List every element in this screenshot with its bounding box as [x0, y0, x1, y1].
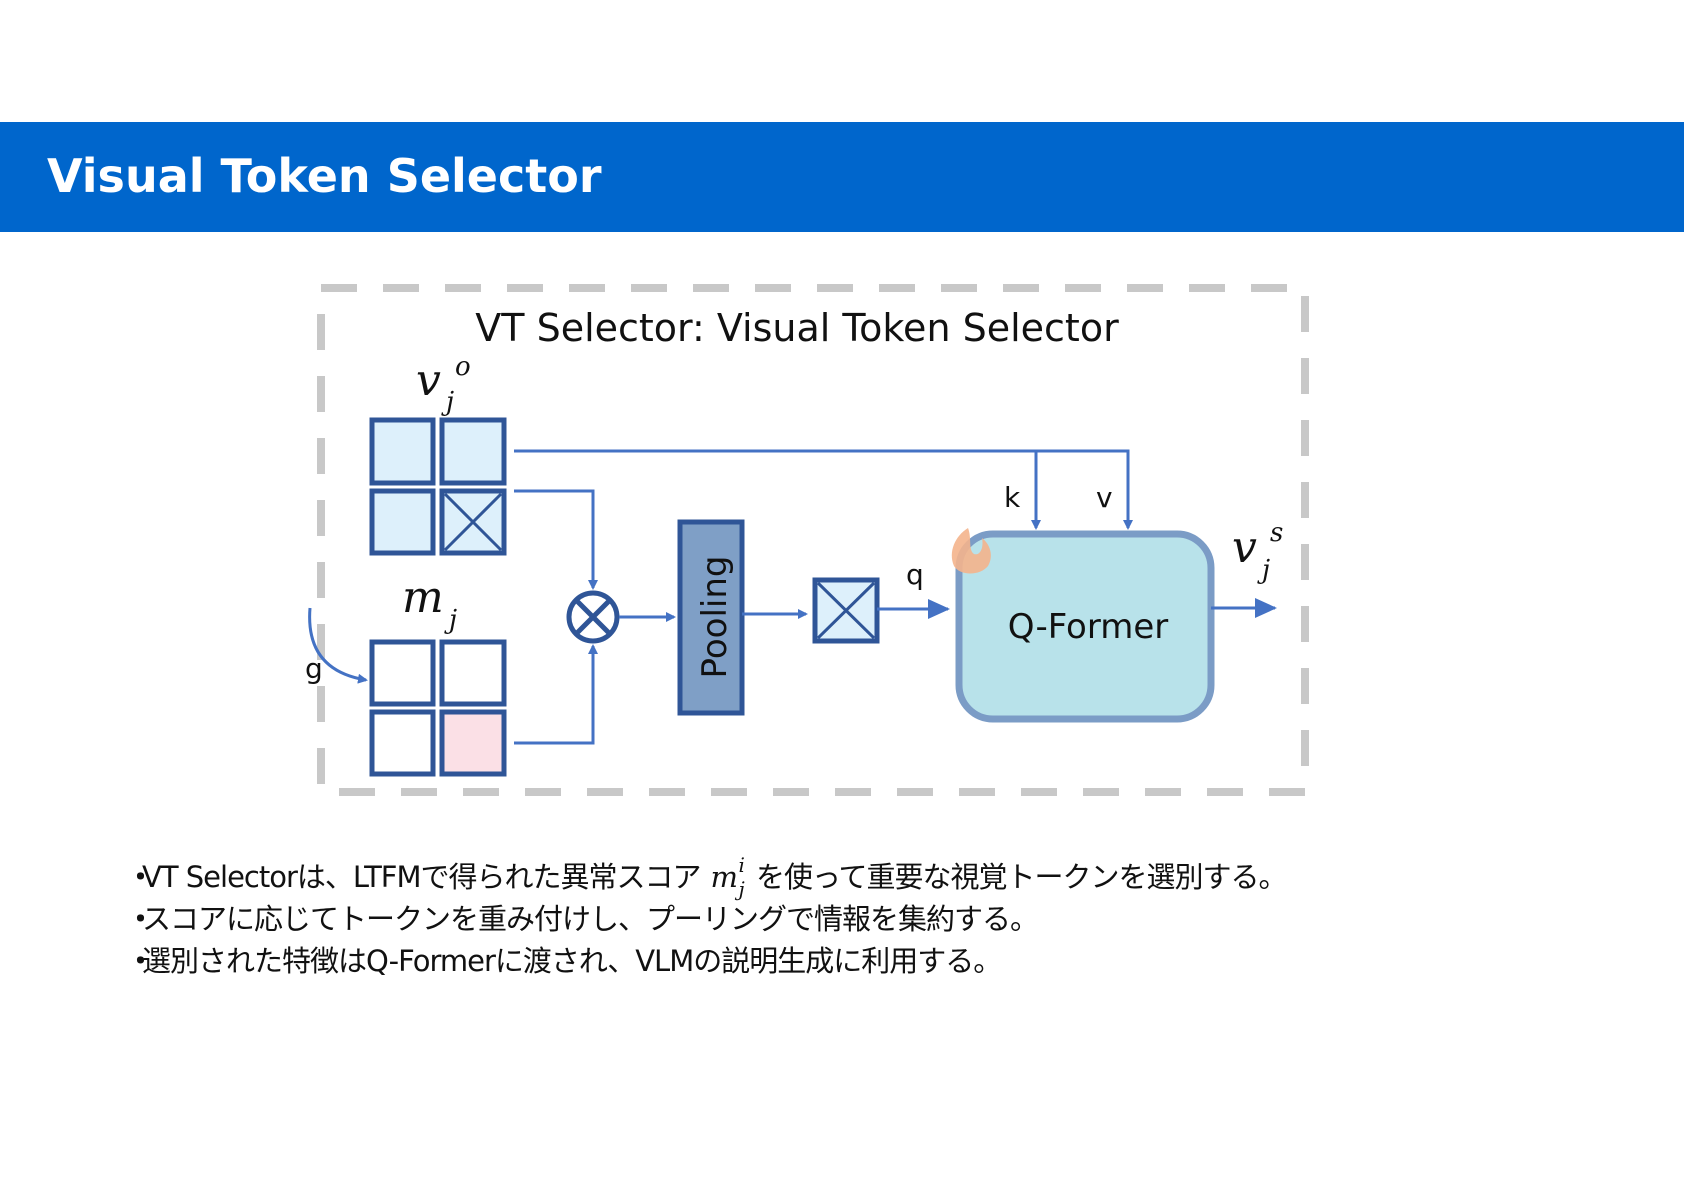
vo-label-sub: j — [441, 387, 454, 417]
bullet-text: VT Selectorは、LTFMで得られた異常スコア — [142, 860, 701, 894]
m-label: m j — [402, 572, 457, 635]
v-label: v — [1096, 481, 1113, 514]
g-label: g — [305, 652, 323, 685]
vo-label-base: v — [416, 355, 441, 406]
selected-token — [812, 577, 880, 644]
math-sub: j — [738, 877, 745, 901]
m-label-sub: j — [444, 605, 457, 635]
visual-token-grid — [369, 417, 507, 556]
vo-label-sup: o — [455, 352, 471, 382]
title-bar: Visual Token Selector — [0, 122, 1684, 232]
score-cell — [369, 709, 436, 777]
cross-mark — [443, 492, 503, 552]
visual-token-cell — [369, 488, 436, 556]
diagram-heading: VT Selector: Visual Token Selector — [475, 306, 1119, 350]
q-label: q — [906, 558, 924, 591]
arrow-vo-to-kv — [514, 449, 1133, 530]
math-base: m — [710, 860, 738, 894]
score-cell — [369, 639, 436, 707]
visual-token-cell — [369, 417, 436, 486]
arrow-m-to-multiply — [514, 644, 598, 745]
vs-label: v j s — [1232, 518, 1283, 585]
flame-icon — [951, 528, 991, 574]
bullet-dot: ・ — [126, 902, 155, 936]
slide-title: Visual Token Selector — [47, 149, 602, 203]
qformer-block — [955, 530, 1215, 723]
bullet-dot: ・ — [126, 944, 155, 978]
bullet-item: ・スコアに応じてトークンを重み付けし、プーリングで情報を集約する。 — [126, 898, 1576, 940]
bullet-text: スコアに応じてトークンを重み付けし、プーリングで情報を集約する。 — [142, 902, 1039, 936]
vo-label: v j o — [416, 352, 471, 417]
g-arrow — [308, 607, 368, 684]
k-label: k — [1004, 481, 1021, 514]
vs-label-sup: s — [1270, 518, 1283, 548]
bullet-text: を使って重要な視覚トークンを選別する。 — [755, 860, 1288, 894]
pooling-label: Pooling — [695, 556, 735, 679]
bullet-item: ・選別された特徴はQ-Formerに渡され、VLMの説明生成に利用する。 — [126, 940, 1576, 982]
visual-token-cell — [439, 417, 507, 486]
vs-label-base: v — [1232, 522, 1257, 573]
score-cell — [439, 639, 507, 707]
arrow-vo-to-multiply — [514, 489, 598, 590]
qformer-label: Q-Former — [1008, 607, 1169, 647]
vs-label-sub: j — [1257, 555, 1270, 585]
m-label-base: m — [402, 572, 444, 623]
bullet-dot: ・ — [126, 860, 155, 894]
circled-times-icon — [566, 590, 620, 644]
anomaly-score-grid — [369, 639, 507, 777]
bullet-text: 選別された特徴はQ-Formerに渡され、VLMの説明生成に利用する。 — [142, 944, 1002, 978]
score-cell-anomaly — [439, 709, 507, 777]
math-sup: i — [738, 853, 745, 877]
pooling-block — [677, 519, 745, 716]
